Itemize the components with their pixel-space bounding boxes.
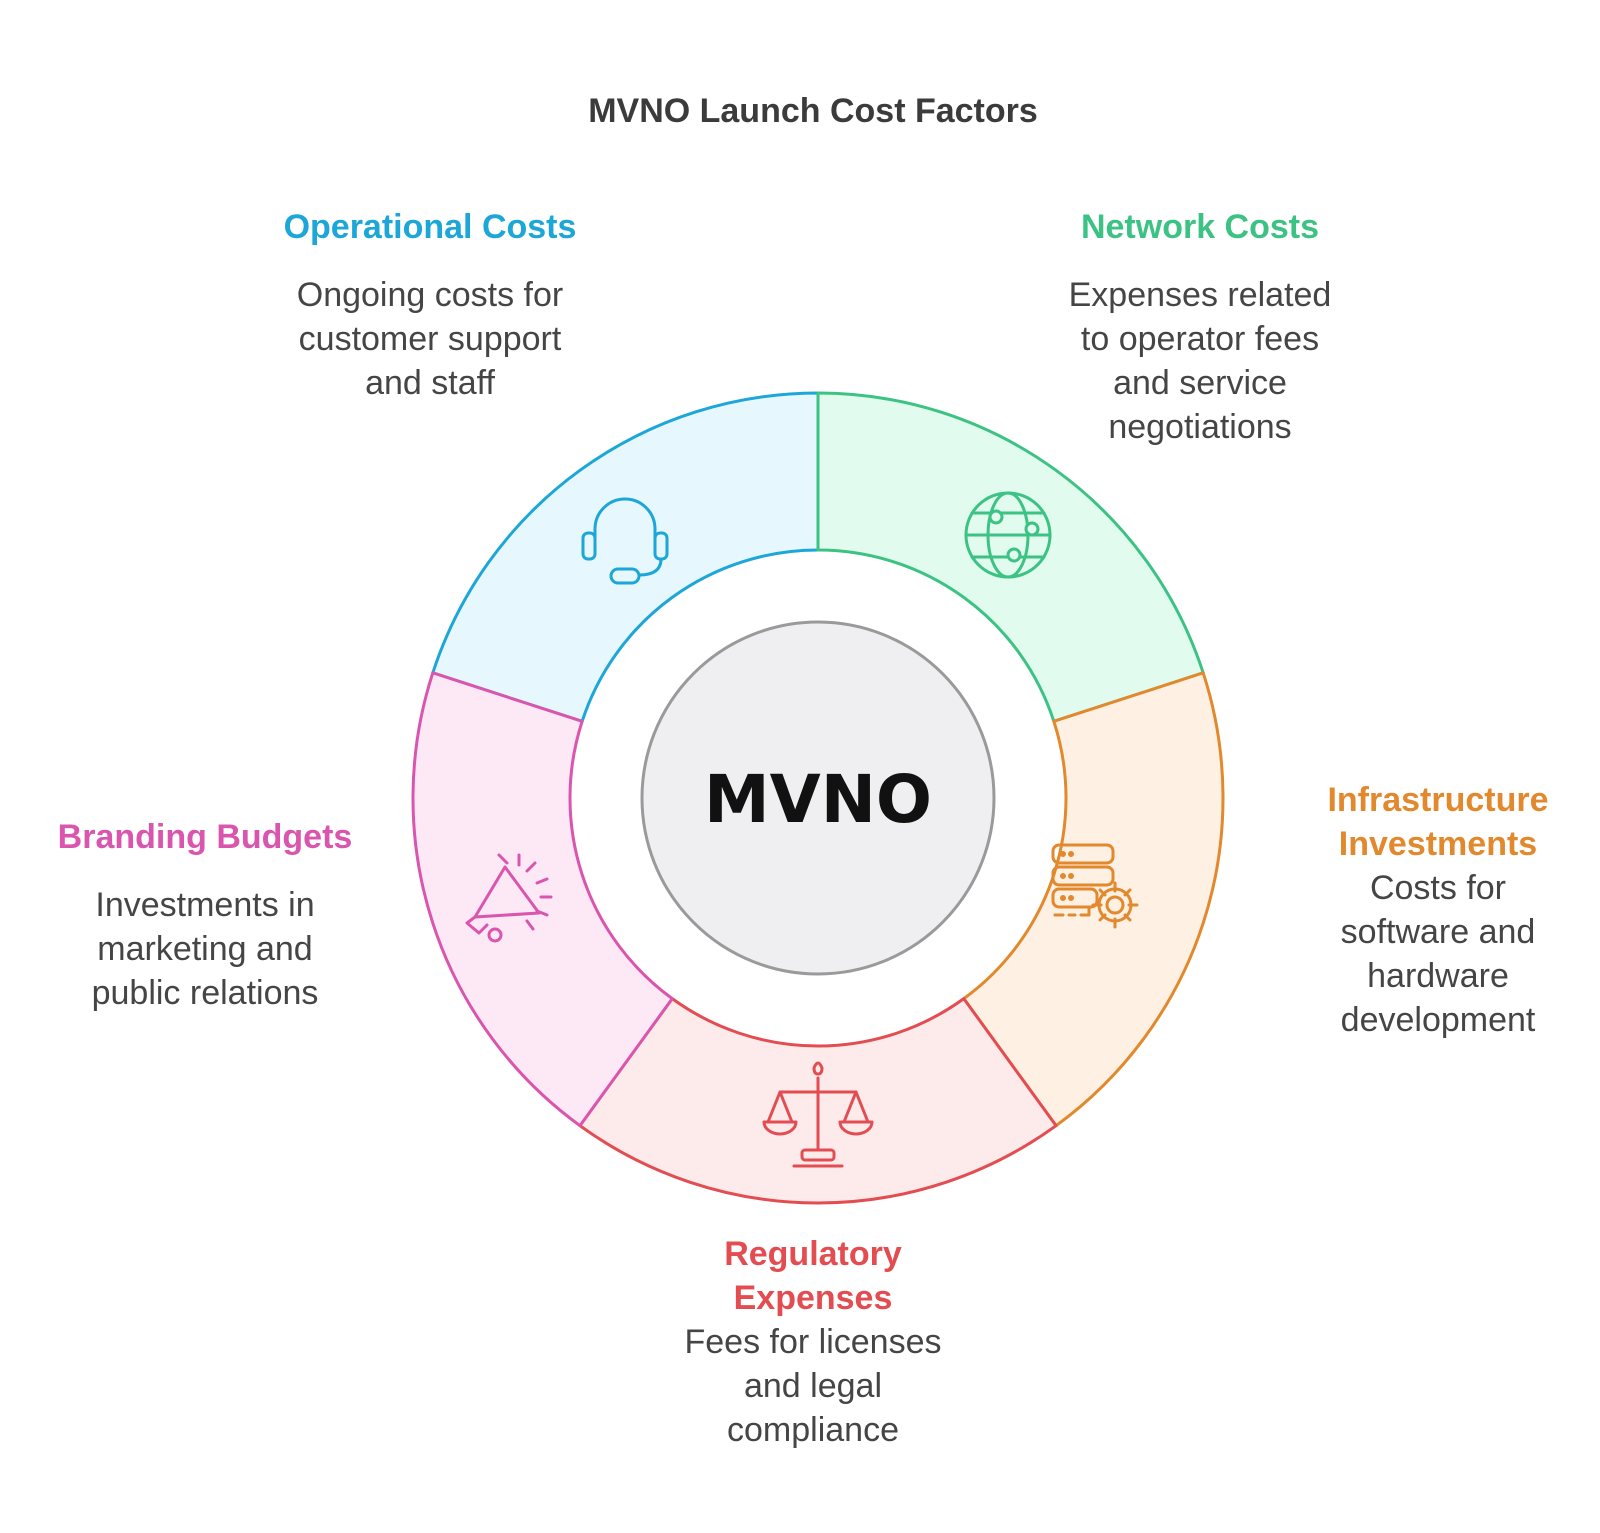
desc-line: and legal	[743, 1367, 882, 1405]
desc-line: software and	[1340, 913, 1536, 951]
segment-operational-description: Ongoing costs for customer support and s…	[245, 273, 615, 405]
desc-line: Fees for licenses	[684, 1323, 942, 1361]
segment-infrastructure-description: Costs for software and hardware developm…	[1288, 866, 1588, 1042]
desc-line: Ongoing costs for	[296, 276, 564, 314]
segment-network-description: Expenses related to operator fees and se…	[1015, 273, 1385, 449]
segment-network-text: Network Costs Expenses related to operat…	[1015, 205, 1385, 449]
title-line: Investments	[1338, 825, 1538, 863]
desc-line: and service	[1113, 364, 1287, 402]
segment-regulatory-description: Fees for licenses and legal compliance	[628, 1320, 998, 1452]
ring-segment-branding	[411, 671, 674, 1128]
segment-regulatory-text: Regulatory Expenses Fees for licenses an…	[628, 1232, 998, 1452]
segment-branding-title: Branding Budgets	[30, 815, 380, 859]
segment-infrastructure-text: Infrastructure Investments Costs for sof…	[1288, 778, 1588, 1042]
desc-line: customer support	[298, 320, 562, 358]
segment-regulatory-title: Regulatory Expenses	[628, 1232, 998, 1320]
title-line: Network Costs	[1080, 208, 1320, 246]
desc-line: compliance	[727, 1411, 899, 1449]
desc-line: to operator fees	[1080, 320, 1320, 358]
ring-segment-operational	[431, 391, 820, 723]
desc-line: negotiations	[1108, 408, 1292, 446]
desc-line: development	[1340, 1001, 1536, 1039]
title-line: Infrastructure	[1327, 781, 1549, 819]
megaphone-icon	[465, 853, 553, 943]
segment-operational-text: Operational Costs Ongoing costs for cust…	[245, 205, 615, 405]
desc-line: Investments in	[95, 886, 315, 924]
center-label: MVNO	[704, 761, 932, 838]
desc-line: and staff	[365, 364, 495, 402]
center-hub: MVNO	[640, 620, 996, 976]
title-line: Regulatory	[724, 1235, 902, 1273]
desc-line: Costs for	[1369, 869, 1507, 907]
diagram-title: MVNO Launch Cost Factors	[588, 92, 1038, 130]
title-line: Branding Budgets	[57, 818, 353, 856]
scales-icon	[762, 1061, 874, 1168]
segment-infrastructure-title: Infrastructure Investments	[1288, 778, 1588, 866]
server-gear-icon	[1051, 843, 1139, 929]
headset-icon	[581, 497, 669, 585]
desc-line: public relations	[91, 974, 319, 1012]
segment-branding-text: Branding Budgets Investments in marketin…	[30, 815, 380, 1015]
segment-branding-description: Investments in marketing and public rela…	[30, 883, 380, 1015]
title-line: Operational Costs	[283, 208, 577, 246]
ring-segment-infrastructure	[962, 671, 1225, 1128]
segment-network-title: Network Costs	[1015, 205, 1385, 249]
desc-line: marketing and	[97, 930, 313, 968]
desc-line: Expenses related	[1068, 276, 1332, 314]
desc-line: hardware	[1367, 957, 1509, 995]
segment-operational-title: Operational Costs	[245, 205, 615, 249]
globe-network-icon	[964, 491, 1052, 579]
title-line: Expenses	[733, 1279, 893, 1317]
